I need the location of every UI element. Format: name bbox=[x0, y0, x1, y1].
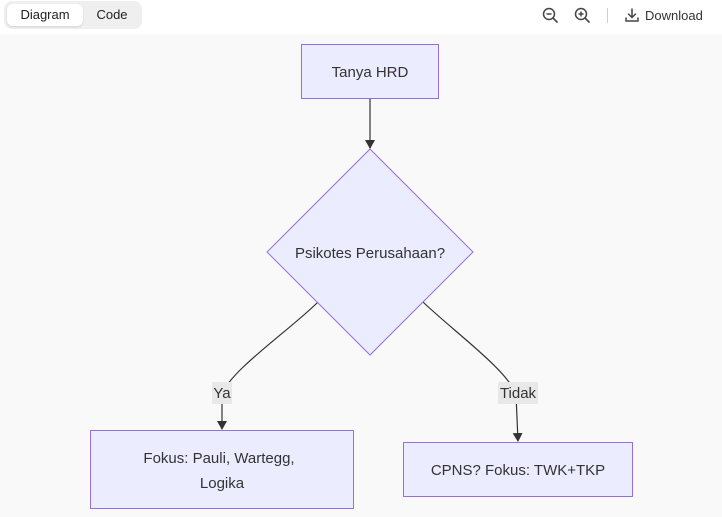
yes-label-background bbox=[212, 382, 232, 404]
toolbar-divider bbox=[607, 8, 608, 23]
yes-edge-label: Ya bbox=[213, 385, 231, 402]
yes-node-label-line1: Fokus: Pauli, Wartegg, bbox=[143, 450, 294, 467]
decision-node-label: Psikotes Perusahaan? bbox=[295, 245, 445, 262]
tab-diagram[interactable]: Diagram bbox=[7, 4, 83, 26]
edge-yes bbox=[217, 301, 319, 430]
no-label-background bbox=[498, 382, 538, 404]
edge-no bbox=[422, 301, 523, 442]
download-button[interactable]: Download bbox=[624, 6, 703, 24]
toolbar: Diagram Code Download bbox=[0, 0, 722, 34]
start-node-label: Tanya HRD bbox=[332, 64, 409, 81]
no-edge-label: Tidak bbox=[500, 385, 537, 402]
download-label: Download bbox=[645, 7, 703, 23]
start-node bbox=[301, 44, 439, 99]
tab-code[interactable]: Code bbox=[96, 7, 128, 22]
zoom-out-icon[interactable] bbox=[541, 6, 559, 24]
download-icon bbox=[625, 8, 639, 22]
no-node-label: CPNS? Fokus: TWK+TKP bbox=[431, 462, 605, 479]
view-toggle: Diagram Code bbox=[4, 1, 142, 29]
no-node bbox=[403, 442, 633, 497]
decision-node bbox=[266, 148, 474, 356]
yes-node-label-line2: Logika bbox=[200, 475, 245, 492]
zoom-in-icon[interactable] bbox=[573, 6, 591, 24]
yes-node bbox=[90, 430, 354, 509]
